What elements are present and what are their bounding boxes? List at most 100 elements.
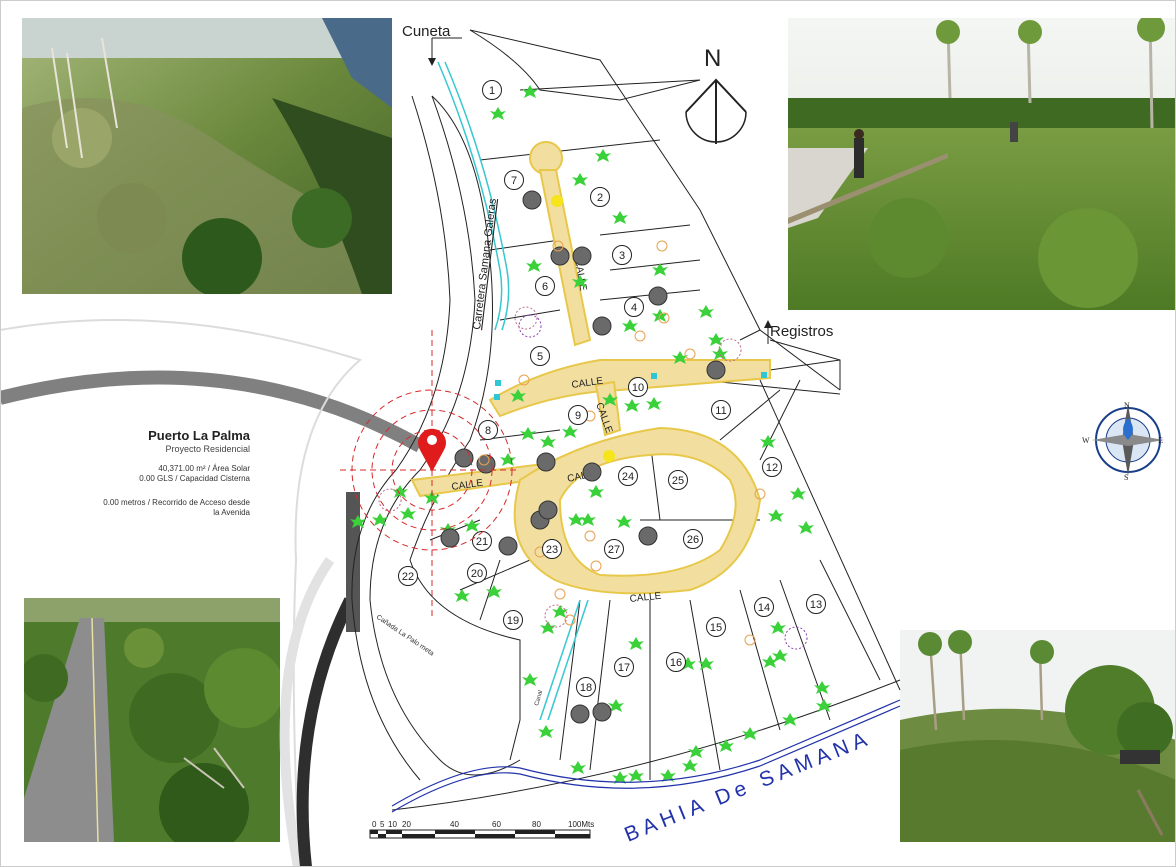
palm-tree-icon: [628, 769, 644, 782]
palm-tree-icon: [552, 605, 568, 618]
lot-marker-27: 27: [604, 539, 624, 559]
palm-tree-icon: [580, 513, 596, 526]
palm-tree-icon: [660, 769, 676, 782]
lot-number: 13: [810, 599, 822, 611]
lot-circle: [472, 531, 492, 551]
compass-n: N: [1124, 401, 1130, 410]
small-tree-icon: [684, 348, 696, 360]
palm-tree-icon: [595, 149, 611, 162]
lot-marker-14: 14: [754, 597, 774, 617]
palm-tree-icon: [814, 681, 830, 694]
flowering-tree-icon: [718, 338, 742, 362]
lot-circle: [478, 420, 498, 440]
palm-tree-icon: [588, 485, 604, 498]
palm-tree-icon: [624, 399, 640, 412]
lot-number: 16: [670, 657, 682, 669]
lot-circle: [683, 529, 703, 549]
access-line-2: la Avenida: [213, 508, 250, 517]
small-tree-icon: [590, 560, 602, 572]
lot-circle: [576, 677, 596, 697]
palm-tree-icon: [372, 513, 388, 526]
scale-label: 10: [388, 820, 397, 829]
dark-tree-icon: [592, 702, 612, 722]
palm-tree-icon: [538, 725, 554, 738]
lot-marker-25: 25: [668, 470, 688, 490]
lot-number: 6: [542, 281, 548, 293]
lot-number: 26: [687, 534, 699, 546]
flowering-tree-icon: [784, 626, 808, 650]
lot-number: 15: [710, 622, 722, 634]
yellow-markers: [551, 195, 615, 462]
scale-label: 100Mts: [568, 820, 594, 829]
lot-number: 2: [597, 192, 603, 204]
palm-tree-icon: [612, 211, 628, 224]
lot-marker-2: 2: [590, 187, 610, 207]
lot-circle: [668, 470, 688, 490]
lot-circle: [612, 245, 632, 265]
flowering-tree-icon: [378, 488, 402, 512]
street-label: CALLE: [629, 591, 662, 605]
lot-marker-10: 10: [628, 377, 648, 397]
small-tree-icon: [634, 330, 646, 342]
palm-tree-icon: [718, 739, 734, 752]
lot-circle: [482, 80, 502, 100]
project-title: Puerto La Palma: [148, 428, 250, 443]
flowering-tree-icon: [514, 306, 538, 330]
palm-tree-icon: [712, 347, 728, 360]
compass-rose-icon: N S E W: [1082, 401, 1164, 482]
scale-label: 0: [372, 820, 377, 829]
palm-tree-icon: [522, 85, 538, 98]
scale-bar: [369, 829, 591, 839]
palm-tree-icon: [526, 259, 542, 272]
cuneta-label: Cuneta: [402, 23, 451, 40]
palm-tree-icon: [762, 655, 778, 668]
small-tree-icon: [754, 488, 766, 500]
palm-tree-icon: [672, 351, 688, 364]
location-target: [340, 330, 520, 620]
scale-label: 80: [532, 820, 541, 829]
palm-tree-icon: [464, 519, 480, 532]
lot-circle: [398, 566, 418, 586]
palm-tree-icon: [742, 727, 758, 740]
palm-tree-icon: [350, 515, 366, 528]
dark-tree-icon: [550, 246, 570, 266]
lot-marker-4: 4: [624, 297, 644, 317]
lot-marker-23: 23: [542, 539, 562, 559]
dark-tree-icon: [522, 190, 542, 210]
dark-tree-icon: [570, 704, 590, 724]
lot-number: 17: [618, 662, 630, 674]
lot-number: 23: [546, 544, 558, 556]
dark-tree-icon: [498, 536, 518, 556]
dark-tree-icon: [536, 452, 556, 472]
lot-marker-8: 8: [478, 420, 498, 440]
palm-tree-icon: [790, 487, 806, 500]
lot-circle: [706, 617, 726, 637]
small-tree-icon: [478, 454, 490, 466]
small-tree-icon: [552, 240, 564, 252]
palm-tree-icon: [568, 513, 584, 526]
small-tree-icon: [584, 530, 596, 542]
lot-marker-1: 1: [482, 80, 502, 100]
lot-circle: [604, 539, 624, 559]
lot-circle: [754, 597, 774, 617]
flowering-tree-icon: [544, 604, 568, 628]
palm-tree-icon: [392, 485, 408, 498]
lot-number: 9: [575, 410, 581, 422]
lot-number: 14: [758, 602, 770, 614]
palm-tree-icon: [816, 699, 832, 712]
lot-marker-9: 9: [568, 405, 588, 425]
palm-tree-icon: [698, 305, 714, 318]
lot-number: 25: [672, 475, 684, 487]
palm-tree-icon: [608, 699, 624, 712]
palm-tree-icon: [622, 319, 638, 332]
compass-s: S: [1124, 473, 1128, 482]
registros-label: Registros: [770, 323, 833, 340]
dark-tree-icon: [454, 448, 474, 468]
palm-tree-icon: [628, 637, 644, 650]
small-tree-icon: [564, 614, 576, 626]
palm-tree-icon: [616, 515, 632, 528]
lot-marker-21: 21: [472, 531, 492, 551]
lot-circle: [666, 652, 686, 672]
lot-circle: [711, 400, 731, 420]
